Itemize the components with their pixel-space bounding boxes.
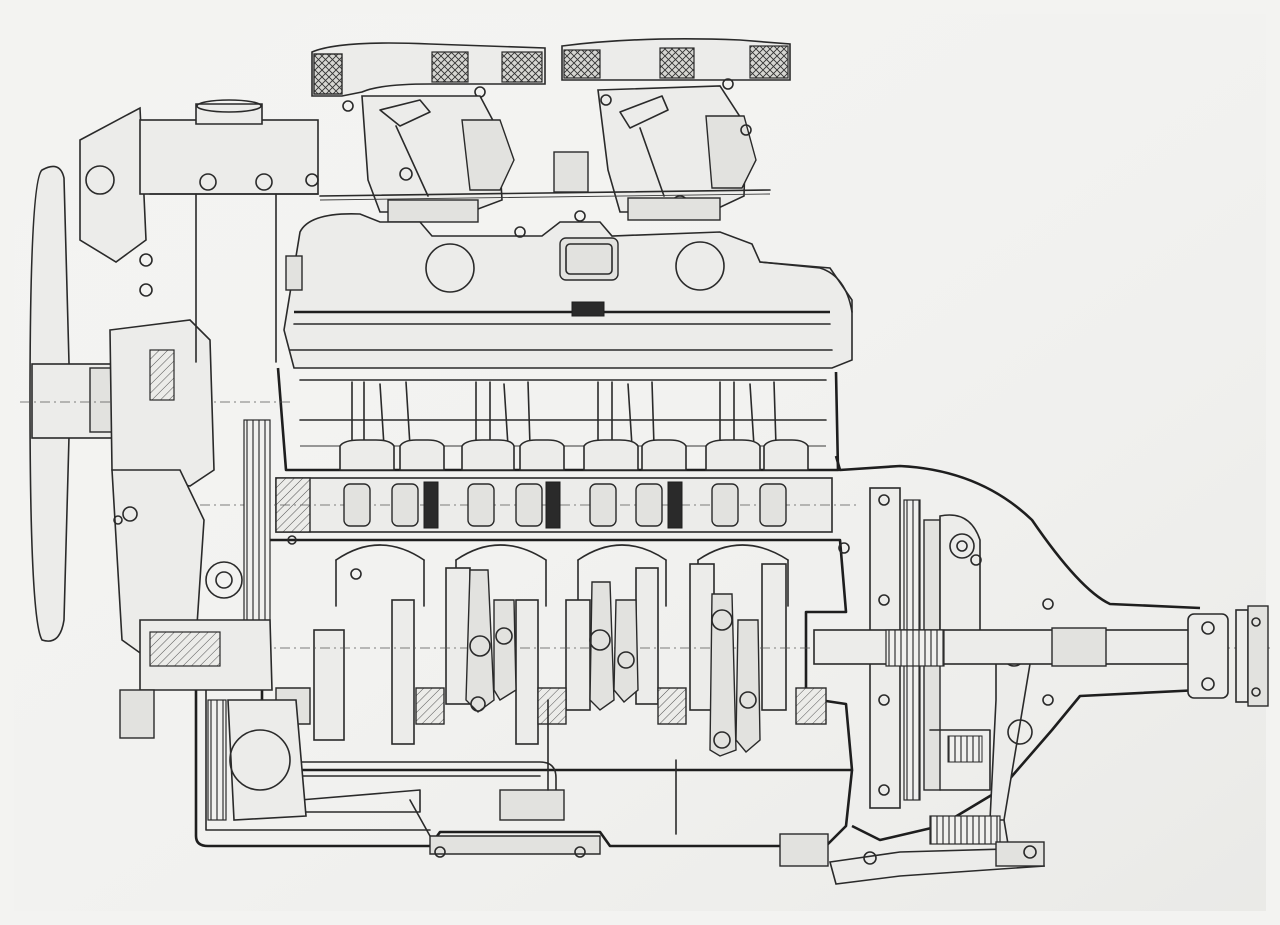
front-end xyxy=(20,99,319,821)
fasteners xyxy=(287,94,1054,858)
cylinder-block xyxy=(276,367,840,472)
crankshaft xyxy=(140,563,1270,757)
valve-pushrods xyxy=(351,381,777,447)
cam-followers xyxy=(339,439,809,471)
crankcase xyxy=(140,538,1270,835)
output-shaft xyxy=(813,605,1269,707)
clutch-linkage xyxy=(828,815,1045,885)
clutch-bellhousing xyxy=(834,455,1201,842)
intake-manifold xyxy=(283,213,853,369)
camshaft xyxy=(160,477,860,533)
carburettors xyxy=(319,85,771,223)
air-filters xyxy=(311,38,791,98)
main-bearings xyxy=(275,687,827,725)
